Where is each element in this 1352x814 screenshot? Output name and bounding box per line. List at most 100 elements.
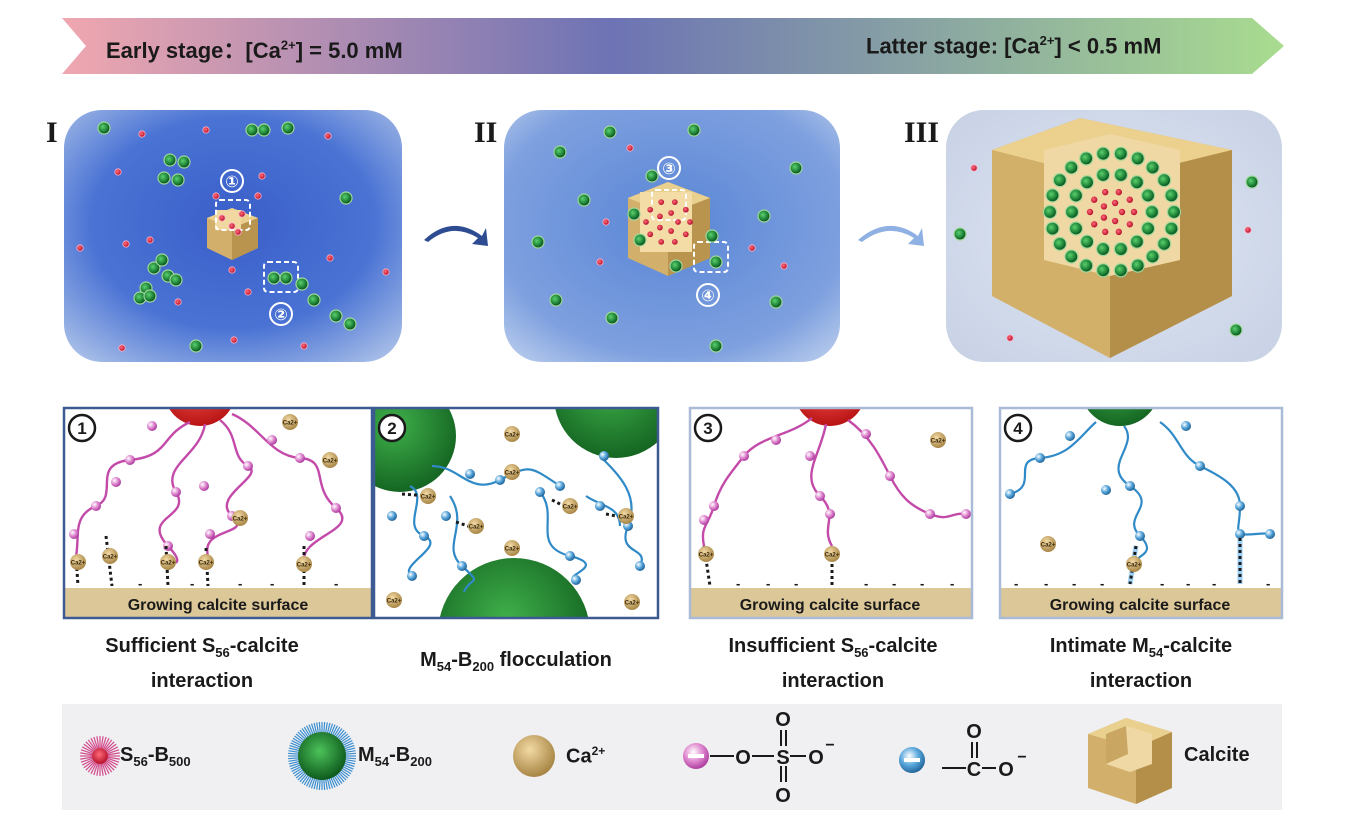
red-particle bbox=[1115, 228, 1122, 236]
green-particle bbox=[329, 309, 343, 323]
green-particle bbox=[189, 339, 203, 353]
ca-ion-label: Ca2+ bbox=[421, 495, 436, 501]
green-particle bbox=[769, 295, 783, 309]
spike-line bbox=[80, 757, 93, 763]
legend-s-sub2: 500 bbox=[168, 754, 191, 769]
hair-line bbox=[316, 777, 320, 790]
green-particle bbox=[163, 153, 177, 167]
hair-line bbox=[306, 775, 313, 787]
green-particle bbox=[155, 253, 169, 267]
hair-line bbox=[337, 731, 347, 741]
spike-line bbox=[93, 736, 99, 749]
ca-ion-label: Ca2+ bbox=[619, 515, 634, 521]
hair-line bbox=[328, 723, 334, 736]
red-particle bbox=[300, 342, 308, 350]
red-particle bbox=[228, 222, 236, 230]
red-particle bbox=[238, 210, 246, 218]
hair-line bbox=[343, 757, 356, 760]
red-particle bbox=[657, 224, 663, 231]
ca-ion-label: Ca2+ bbox=[387, 599, 402, 605]
legend-s56-b500: S56-B500 bbox=[120, 744, 191, 769]
spike-line bbox=[90, 737, 97, 750]
red-particle bbox=[114, 168, 122, 176]
svg-text:-: - bbox=[270, 576, 274, 591]
hair-line bbox=[339, 735, 350, 744]
green-particle bbox=[645, 169, 659, 183]
caption-3: Insufficient S56-calcite interaction bbox=[690, 632, 976, 695]
caption-1-text: Sufficient S bbox=[105, 635, 216, 657]
ca-ion-label: Ca2+ bbox=[563, 505, 578, 511]
surface-label-1: Growing calcite surface bbox=[128, 597, 309, 614]
hair-line bbox=[340, 766, 352, 775]
s56-b500-icon bbox=[80, 736, 120, 776]
green-particle bbox=[1113, 167, 1129, 183]
hair-line bbox=[323, 777, 326, 790]
ca-ion-label: Ca2+ bbox=[505, 433, 520, 439]
spike-line bbox=[106, 760, 117, 769]
red-particle bbox=[138, 130, 146, 138]
green-particle bbox=[757, 209, 771, 223]
spike-line bbox=[105, 741, 115, 751]
red-particle bbox=[228, 266, 236, 274]
latter-stage-sup: 2+ bbox=[1039, 33, 1055, 48]
red-particle bbox=[1102, 228, 1109, 236]
hair-line bbox=[306, 725, 313, 737]
red-particle bbox=[1244, 226, 1252, 234]
green-particle bbox=[279, 271, 293, 285]
sulfate-o-bottom: O bbox=[775, 785, 791, 807]
carboxylate-group-icon bbox=[899, 742, 996, 773]
green-particle bbox=[143, 289, 157, 303]
sulfate-group-icon bbox=[683, 730, 806, 782]
red-particle bbox=[682, 206, 689, 213]
green-particle bbox=[709, 339, 723, 353]
svg-text:-: - bbox=[1160, 576, 1164, 591]
red-particle bbox=[1115, 188, 1122, 196]
carboxylate-o-top: O bbox=[966, 721, 982, 743]
caption-1: Sufficient S56-calcite interaction bbox=[64, 632, 340, 695]
hair-line bbox=[339, 768, 350, 777]
caption-4-text: Intimate M bbox=[1049, 635, 1149, 657]
green-particle bbox=[1079, 258, 1094, 273]
red-particle bbox=[675, 219, 681, 225]
ca-ion-label: Ca2+ bbox=[699, 553, 714, 559]
svg-text:-: - bbox=[950, 576, 954, 591]
calcite-icon bbox=[1088, 718, 1172, 804]
red-particle bbox=[671, 199, 678, 206]
red-particle bbox=[596, 258, 604, 266]
green-particle bbox=[257, 123, 271, 137]
red-particle bbox=[1091, 221, 1098, 228]
red-particle bbox=[218, 214, 226, 222]
red-particle bbox=[1102, 188, 1109, 196]
green-particle bbox=[1064, 249, 1079, 264]
green-particle bbox=[553, 145, 567, 159]
green-particle bbox=[1144, 204, 1160, 220]
hair-line bbox=[323, 722, 326, 735]
hair-line bbox=[331, 725, 338, 737]
hair-line bbox=[297, 731, 307, 741]
latter-stage-label: Latter stage: [Ca2+] < 0.5 mM bbox=[866, 33, 1161, 59]
caption-3-sub: 56 bbox=[854, 645, 869, 660]
svg-text:-: - bbox=[1014, 576, 1018, 591]
green-particle bbox=[1042, 204, 1058, 220]
spike-line bbox=[93, 763, 99, 776]
spike-line bbox=[101, 763, 107, 776]
hair-line bbox=[288, 758, 301, 762]
red-particle bbox=[230, 336, 238, 344]
red-particle bbox=[748, 244, 756, 252]
sulfate-o-right: O bbox=[808, 747, 824, 769]
green-particle bbox=[1130, 258, 1145, 273]
sulfate-o-top: O bbox=[775, 709, 791, 731]
sulfate-minus: − bbox=[825, 737, 834, 754]
hair-line bbox=[332, 726, 341, 738]
spike-line bbox=[100, 763, 104, 776]
green-particle bbox=[343, 317, 357, 331]
spike-line bbox=[80, 749, 93, 755]
hair-line bbox=[343, 752, 356, 755]
green-particle bbox=[633, 233, 647, 247]
ca-ion-label: Ca2+ bbox=[505, 471, 520, 477]
spike-line bbox=[107, 756, 120, 760]
green-particle bbox=[549, 293, 563, 307]
green-particle bbox=[1045, 221, 1060, 236]
green-particle bbox=[1140, 221, 1156, 236]
green-particle bbox=[1064, 160, 1079, 175]
